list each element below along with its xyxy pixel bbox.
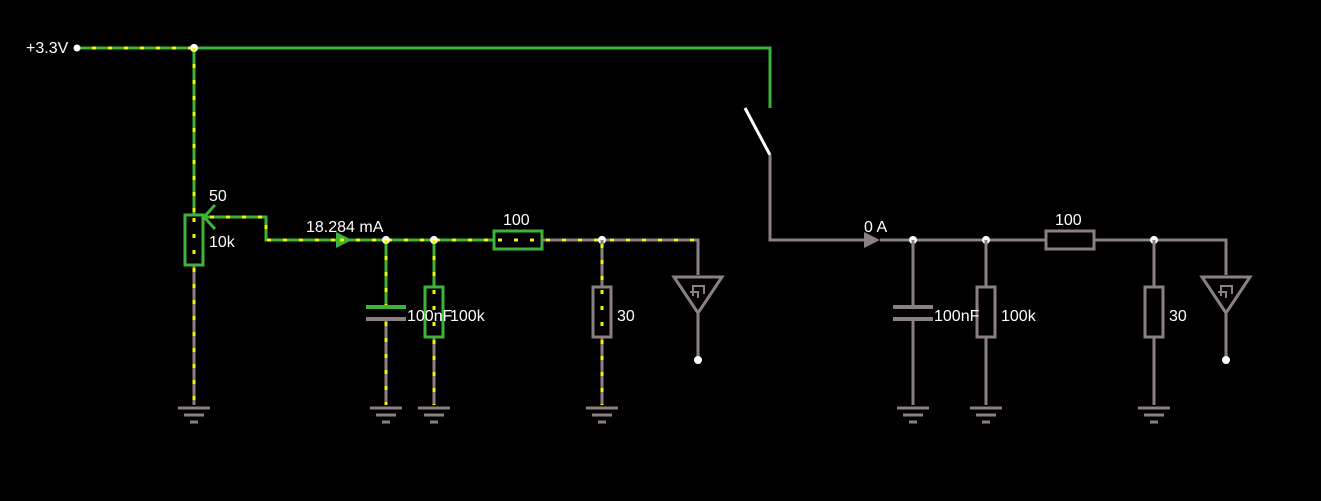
series-resistor-right[interactable]	[1044, 229, 1096, 251]
schmitt-trigger-icon[interactable]	[1199, 275, 1253, 358]
shunt-resistor-right[interactable]	[975, 240, 997, 405]
load-resistor-right[interactable]	[1143, 240, 1165, 405]
load-resistor-label: 30	[617, 308, 635, 325]
switch[interactable]	[743, 107, 866, 242]
series-resistor-label-right: 100	[1055, 212, 1082, 229]
buffer-output-terminal[interactable]	[694, 356, 702, 364]
main-wire-right-circuit[interactable]	[880, 238, 1228, 275]
capacitor-label: 100nF	[407, 308, 453, 325]
current-arrow-icon	[864, 232, 880, 248]
current-label-right: 0 A	[864, 219, 887, 236]
ground-symbol	[586, 406, 618, 424]
ground-symbol	[418, 406, 450, 424]
schmitt-trigger-icon[interactable]	[671, 275, 725, 358]
buffer-output-terminal-right[interactable]	[1222, 356, 1230, 364]
supply-label: +3.3V	[26, 40, 69, 57]
load-resistor-label-right: 30	[1169, 308, 1187, 325]
main-wire-right-of-resistor[interactable]	[542, 238, 700, 275]
shunt-resistor[interactable]	[423, 240, 445, 405]
supply-rail-wire[interactable]	[76, 46, 772, 108]
capacitor[interactable]	[366, 240, 406, 405]
potentiometer[interactable]	[183, 213, 205, 267]
pot-value-label: 10k	[209, 234, 236, 251]
current-label: 18.284 mA	[306, 219, 384, 236]
supply-terminal[interactable]	[73, 44, 81, 52]
pot-wiper-label: 50	[209, 188, 227, 205]
capacitor-right[interactable]	[893, 240, 933, 405]
capacitor-label-right: 100nF	[934, 308, 980, 325]
shunt-resistor-label-right: 100k	[1001, 308, 1037, 325]
ground-symbol	[897, 406, 929, 424]
pot-wiper-arrow[interactable]	[201, 203, 340, 242]
ground-symbol	[970, 406, 1002, 424]
shunt-resistor-label: 100k	[450, 308, 486, 325]
series-resistor-label: 100	[503, 212, 530, 229]
ground-symbol	[370, 406, 402, 424]
series-resistor[interactable]	[492, 229, 544, 251]
load-resistor[interactable]	[591, 240, 613, 405]
ground-symbol	[1138, 406, 1170, 424]
ground-symbol	[178, 406, 210, 424]
